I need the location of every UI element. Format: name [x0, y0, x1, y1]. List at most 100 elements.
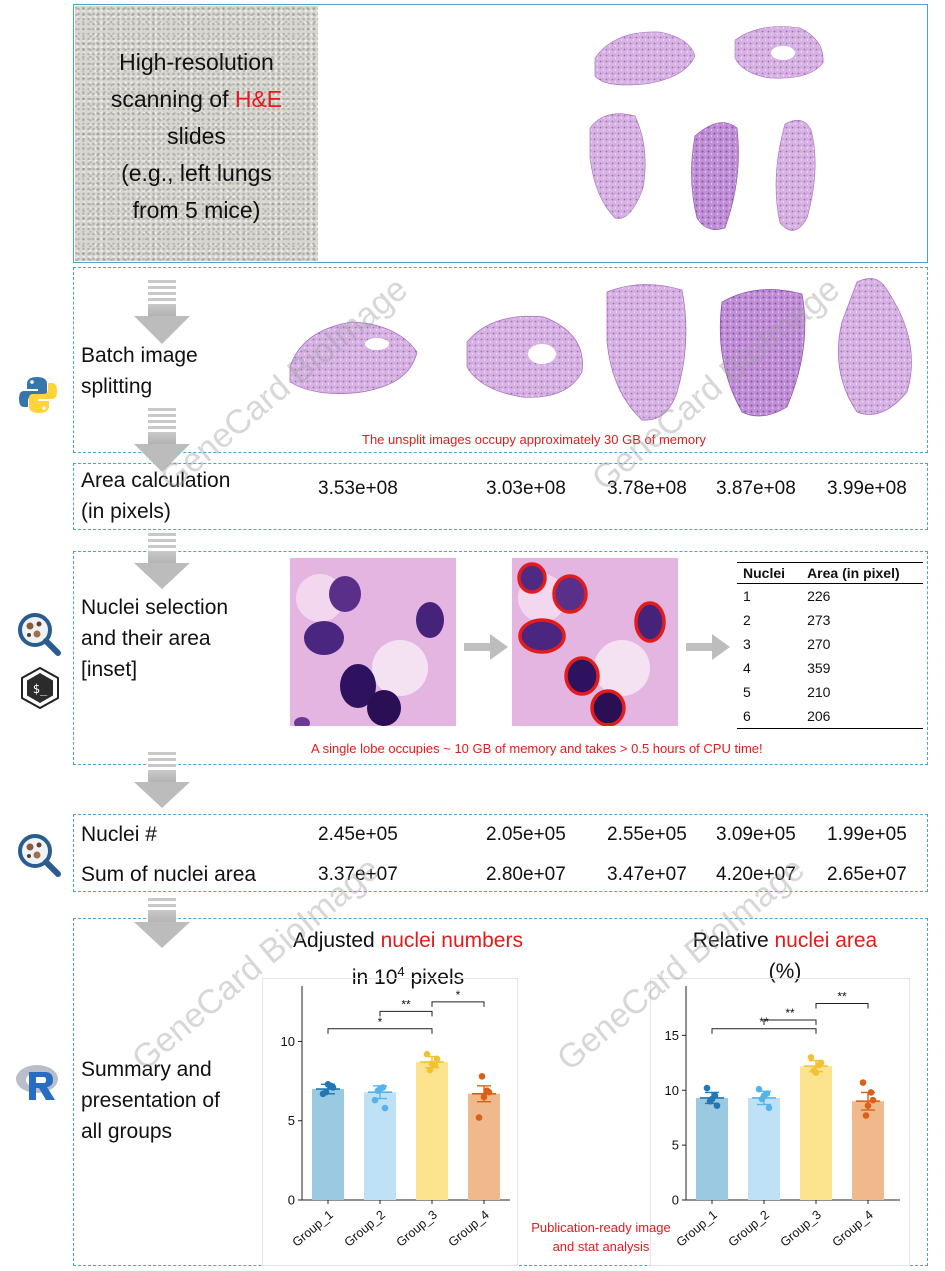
chart1-title: Adjusted nuclei numbers in 104 pixels	[293, 929, 523, 989]
nuclei-panel	[73, 551, 928, 765]
significance-label: *	[456, 988, 461, 1002]
area-value-2: 3.03e+08	[486, 478, 566, 499]
bar	[468, 1093, 500, 1200]
x-tick-label: Group_4	[446, 1208, 492, 1250]
nuclei-count-1: 2.45e+05	[318, 824, 398, 845]
y-tick-label: 10	[281, 1034, 295, 1049]
x-tick-label: Group_3	[778, 1208, 824, 1250]
right-arrow-1	[464, 634, 508, 660]
x-tick-label: Group_1	[290, 1208, 336, 1250]
data-point	[480, 1093, 488, 1101]
nuclei-label: Nuclei selection and their area [inset]	[81, 596, 229, 681]
r-icon	[16, 1065, 58, 1100]
bar	[696, 1097, 728, 1200]
area-value-4: 3.87e+08	[716, 478, 796, 499]
data-point	[760, 1092, 768, 1100]
data-point	[433, 1055, 441, 1063]
significance-bracket	[763, 1019, 817, 1026]
data-point	[324, 1080, 332, 1088]
table-header: Nuclei	[737, 562, 802, 584]
data-point	[862, 1112, 870, 1119]
python-icon	[19, 377, 57, 413]
nuclei-area-sum-4: 4.20e+07	[716, 864, 796, 885]
x-tick-label: Group_2	[726, 1208, 772, 1250]
significance-bracket	[431, 1001, 485, 1007]
area-value-5: 3.99e+08	[827, 478, 907, 499]
table-header: Area (in pixel)	[801, 562, 923, 584]
publication-note: Publication-ready image and stat analysi…	[531, 1220, 671, 1254]
area-value-1: 3.53e+08	[318, 478, 398, 499]
significance-label: **	[785, 1006, 795, 1020]
bar	[364, 1092, 396, 1200]
area-label: Area calculation (in pixels)	[81, 469, 231, 523]
nuclei-count-4: 3.09e+05	[716, 824, 796, 845]
y-tick-label: 10	[665, 1083, 679, 1098]
memory-note: The unsplit images occupy approximately …	[362, 432, 706, 447]
data-point	[817, 1059, 825, 1067]
down-arrow-2	[134, 408, 190, 472]
data-point	[765, 1104, 773, 1112]
data-point	[708, 1095, 716, 1103]
split-panel	[73, 267, 928, 453]
y-tick-label: 5	[672, 1138, 679, 1153]
nuclei-count-3: 2.55e+05	[607, 824, 687, 845]
cpu-note: A single lobe occupies ~ 10 GB of memory…	[311, 741, 763, 756]
significance-bracket	[327, 1028, 433, 1034]
data-point	[423, 1050, 431, 1058]
area-panel	[73, 463, 928, 530]
significance-bracket	[815, 1003, 869, 1009]
bar	[748, 1097, 780, 1200]
data-point	[812, 1069, 820, 1076]
nuclei-area-sum-label: Sum of nuclei area	[81, 863, 257, 886]
x-tick-label: Group_2	[342, 1208, 388, 1250]
bar	[416, 1062, 448, 1200]
y-tick-label: 5	[288, 1113, 295, 1128]
nuclei-area-sum-5: 2.65e+07	[827, 864, 907, 885]
data-point	[475, 1114, 483, 1121]
nuclei-area-sum-1: 3.37e+07	[318, 864, 398, 885]
bash-icon: $_	[21, 667, 59, 709]
data-point	[329, 1084, 337, 1091]
data-point	[864, 1102, 872, 1109]
qupath-icon	[18, 613, 61, 656]
svg-text:$_: $_	[33, 682, 48, 696]
scan-label-background	[75, 6, 318, 261]
data-point	[381, 1104, 389, 1112]
data-point	[703, 1084, 711, 1092]
down-arrow-3	[134, 533, 190, 589]
counts-panel	[73, 814, 928, 892]
scan-label: High-resolution scanning of H&E slides (…	[110, 49, 283, 223]
down-arrow-4	[134, 752, 190, 808]
significance-label: **	[401, 997, 411, 1011]
data-point	[376, 1085, 384, 1093]
significance-bracket	[379, 1010, 433, 1017]
data-point	[485, 1088, 493, 1096]
x-tick-label: Group_1	[674, 1208, 720, 1250]
bar	[312, 1089, 344, 1200]
data-point	[426, 1066, 434, 1074]
qupath-icon	[18, 834, 61, 877]
down-arrow-5	[134, 898, 190, 948]
data-point	[859, 1079, 867, 1086]
y-tick-label: 0	[672, 1193, 679, 1208]
data-point	[807, 1054, 815, 1061]
nuclei-count-5: 1.99e+05	[827, 824, 907, 845]
summary-label: Summary and presentation of all groups	[81, 1058, 220, 1143]
data-point	[371, 1096, 379, 1104]
data-point	[322, 1088, 330, 1096]
right-arrow-2	[686, 634, 730, 660]
x-tick-label: Group_4	[830, 1208, 876, 1250]
significance-label: *	[378, 1015, 383, 1029]
data-point	[755, 1085, 763, 1093]
chart1-frame	[262, 978, 518, 1266]
nuclei-count-label: Nuclei #	[81, 823, 157, 846]
nuclei-photo-segmented	[512, 558, 678, 726]
split-lobes-image	[289, 278, 912, 421]
